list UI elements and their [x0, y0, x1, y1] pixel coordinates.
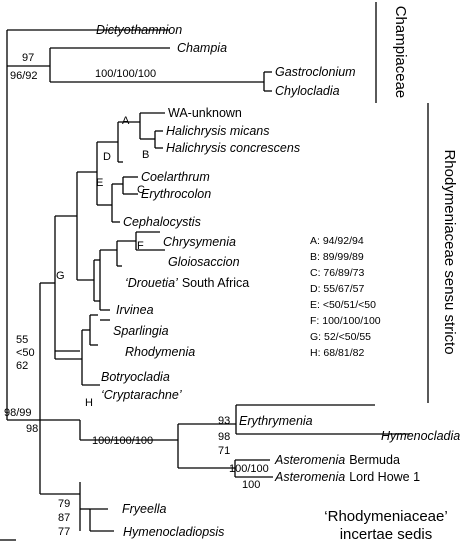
support-fryeella-77: 77: [58, 526, 70, 538]
node-letter-b: B: [142, 149, 149, 161]
support-asteromenia-100: 100: [242, 479, 260, 491]
taxon-cephalocystis: Cephalocystis: [123, 215, 201, 229]
taxon-wa-unknown: WA-unknown: [168, 106, 242, 120]
taxon-asteromenia-lord-howe: Asteromenia Lord Howe 1: [274, 470, 420, 484]
family-label-champiaceae: Champiaceae: [392, 6, 409, 99]
support-fryeella-79: 79: [58, 498, 70, 510]
taxon-gloiosaccion: Gloiosaccion: [168, 255, 240, 269]
family-label-incertae-line2: incertae sedis: [340, 526, 433, 543]
support-mid-lt50: <50: [16, 347, 35, 359]
taxon-asteromenia-bermuda: Asteromenia Bermuda: [274, 453, 400, 467]
support-lower-100: 100/100/100: [92, 435, 153, 447]
taxon-drouetia-name: ‘Drouetia’: [125, 276, 178, 290]
support-fryeella-87: 87: [58, 512, 70, 524]
support-legend: A: 94/92/94 B: 89/99/89 C: 76/89/73 D: 5…: [310, 235, 381, 359]
node-letter-c: C: [137, 184, 145, 196]
support-champia-96-92: 96/92: [10, 70, 38, 82]
support-erythrymenia-71: 71: [218, 445, 230, 457]
taxon-erythrocolon: Erythrocolon: [141, 187, 211, 201]
taxon-erythrymenia: Erythrymenia: [239, 414, 313, 428]
tree-branches: [6, 29, 410, 532]
node-letter-h: H: [85, 397, 93, 409]
support-root-98: 98: [26, 423, 38, 435]
taxon-dictyothamnion: Dictyothamnion: [96, 23, 182, 37]
support-champia-97: 97: [22, 52, 34, 64]
family-label-rhodymeniaceae: Rhodymeniaceae sensu stricto: [441, 149, 458, 354]
support-root-98-99: 98/99: [4, 407, 32, 419]
support-erythrymenia-98: 98: [218, 431, 230, 443]
legend-entry-d: D: 55/67/57: [310, 283, 364, 295]
taxon-asteromenia-bermuda-name: Asteromenia: [274, 453, 345, 467]
node-letter-f: F: [137, 240, 144, 252]
support-asteromenia-100-100: 100/100: [229, 463, 269, 475]
taxon-sparlingia: Sparlingia: [113, 324, 169, 338]
support-erythrymenia-93: 93: [218, 415, 230, 427]
support-mid-62: 62: [16, 360, 28, 372]
legend-entry-e: E: <50/51/<50: [310, 299, 376, 311]
family-label-incertae-line1: ‘Rhodymeniaceae’: [324, 508, 447, 525]
taxon-irvinea: Irvinea: [116, 303, 154, 317]
support-gastroclonium-100: 100/100/100: [95, 68, 156, 80]
taxon-asteromenia-lord-howe-name: Asteromenia: [274, 470, 345, 484]
taxon-champia: Champia: [177, 41, 227, 55]
taxon-asteromenia-lord-howe-locality: Lord Howe 1: [349, 470, 420, 484]
support-values: 97 96/92 100/100/100 98/99 98 55 <50 62 …: [4, 52, 269, 538]
taxon-halichrysis-micans: Halichrysis micans: [166, 124, 270, 138]
support-mid-55: 55: [16, 334, 28, 346]
taxon-labels: Dictyothamnion Champia Gastroclonium Chy…: [96, 23, 460, 539]
legend-entry-a: A: 94/92/94: [310, 235, 364, 247]
node-letter-g: G: [56, 270, 65, 282]
taxon-drouetia-locality: South Africa: [182, 276, 249, 290]
taxon-hymenocladiopsis: Hymenocladiopsis: [123, 525, 224, 539]
legend-entry-b: B: 89/99/89: [310, 251, 364, 263]
taxon-asteromenia-bermuda-locality: Bermuda: [349, 453, 400, 467]
legend-entry-h: H: 68/81/82: [310, 347, 364, 359]
node-letter-a: A: [122, 115, 130, 127]
node-letter-e: E: [96, 177, 103, 189]
node-letter-d: D: [103, 151, 111, 163]
taxon-cryptarachne: ‘Cryptarachne’: [101, 388, 182, 402]
family-annotations: Champiaceae Rhodymeniaceae sensu stricto…: [324, 2, 458, 543]
taxon-hymenocladia: Hymenocladia: [381, 429, 460, 443]
taxon-gastroclonium: Gastroclonium: [275, 65, 356, 79]
taxon-coelarthrum: Coelarthrum: [141, 170, 210, 184]
legend-entry-c: C: 76/89/73: [310, 267, 364, 279]
legend-entry-f: F: 100/100/100: [310, 315, 381, 327]
taxon-halichrysis-concrescens: Halichrysis concrescens: [166, 141, 300, 155]
node-letters: A B C D E F G H: [56, 115, 149, 409]
taxon-drouetia: ‘Drouetia’ South Africa: [125, 276, 249, 290]
legend-entry-g: G: 52/<50/55: [310, 331, 371, 343]
taxon-fryeella: Fryeella: [122, 502, 167, 516]
taxon-botryocladia: Botryocladia: [101, 370, 170, 384]
taxon-rhodymenia: Rhodymenia: [125, 345, 195, 359]
taxon-chrysymenia: Chrysymenia: [163, 235, 236, 249]
taxon-chylocladia: Chylocladia: [275, 84, 340, 98]
